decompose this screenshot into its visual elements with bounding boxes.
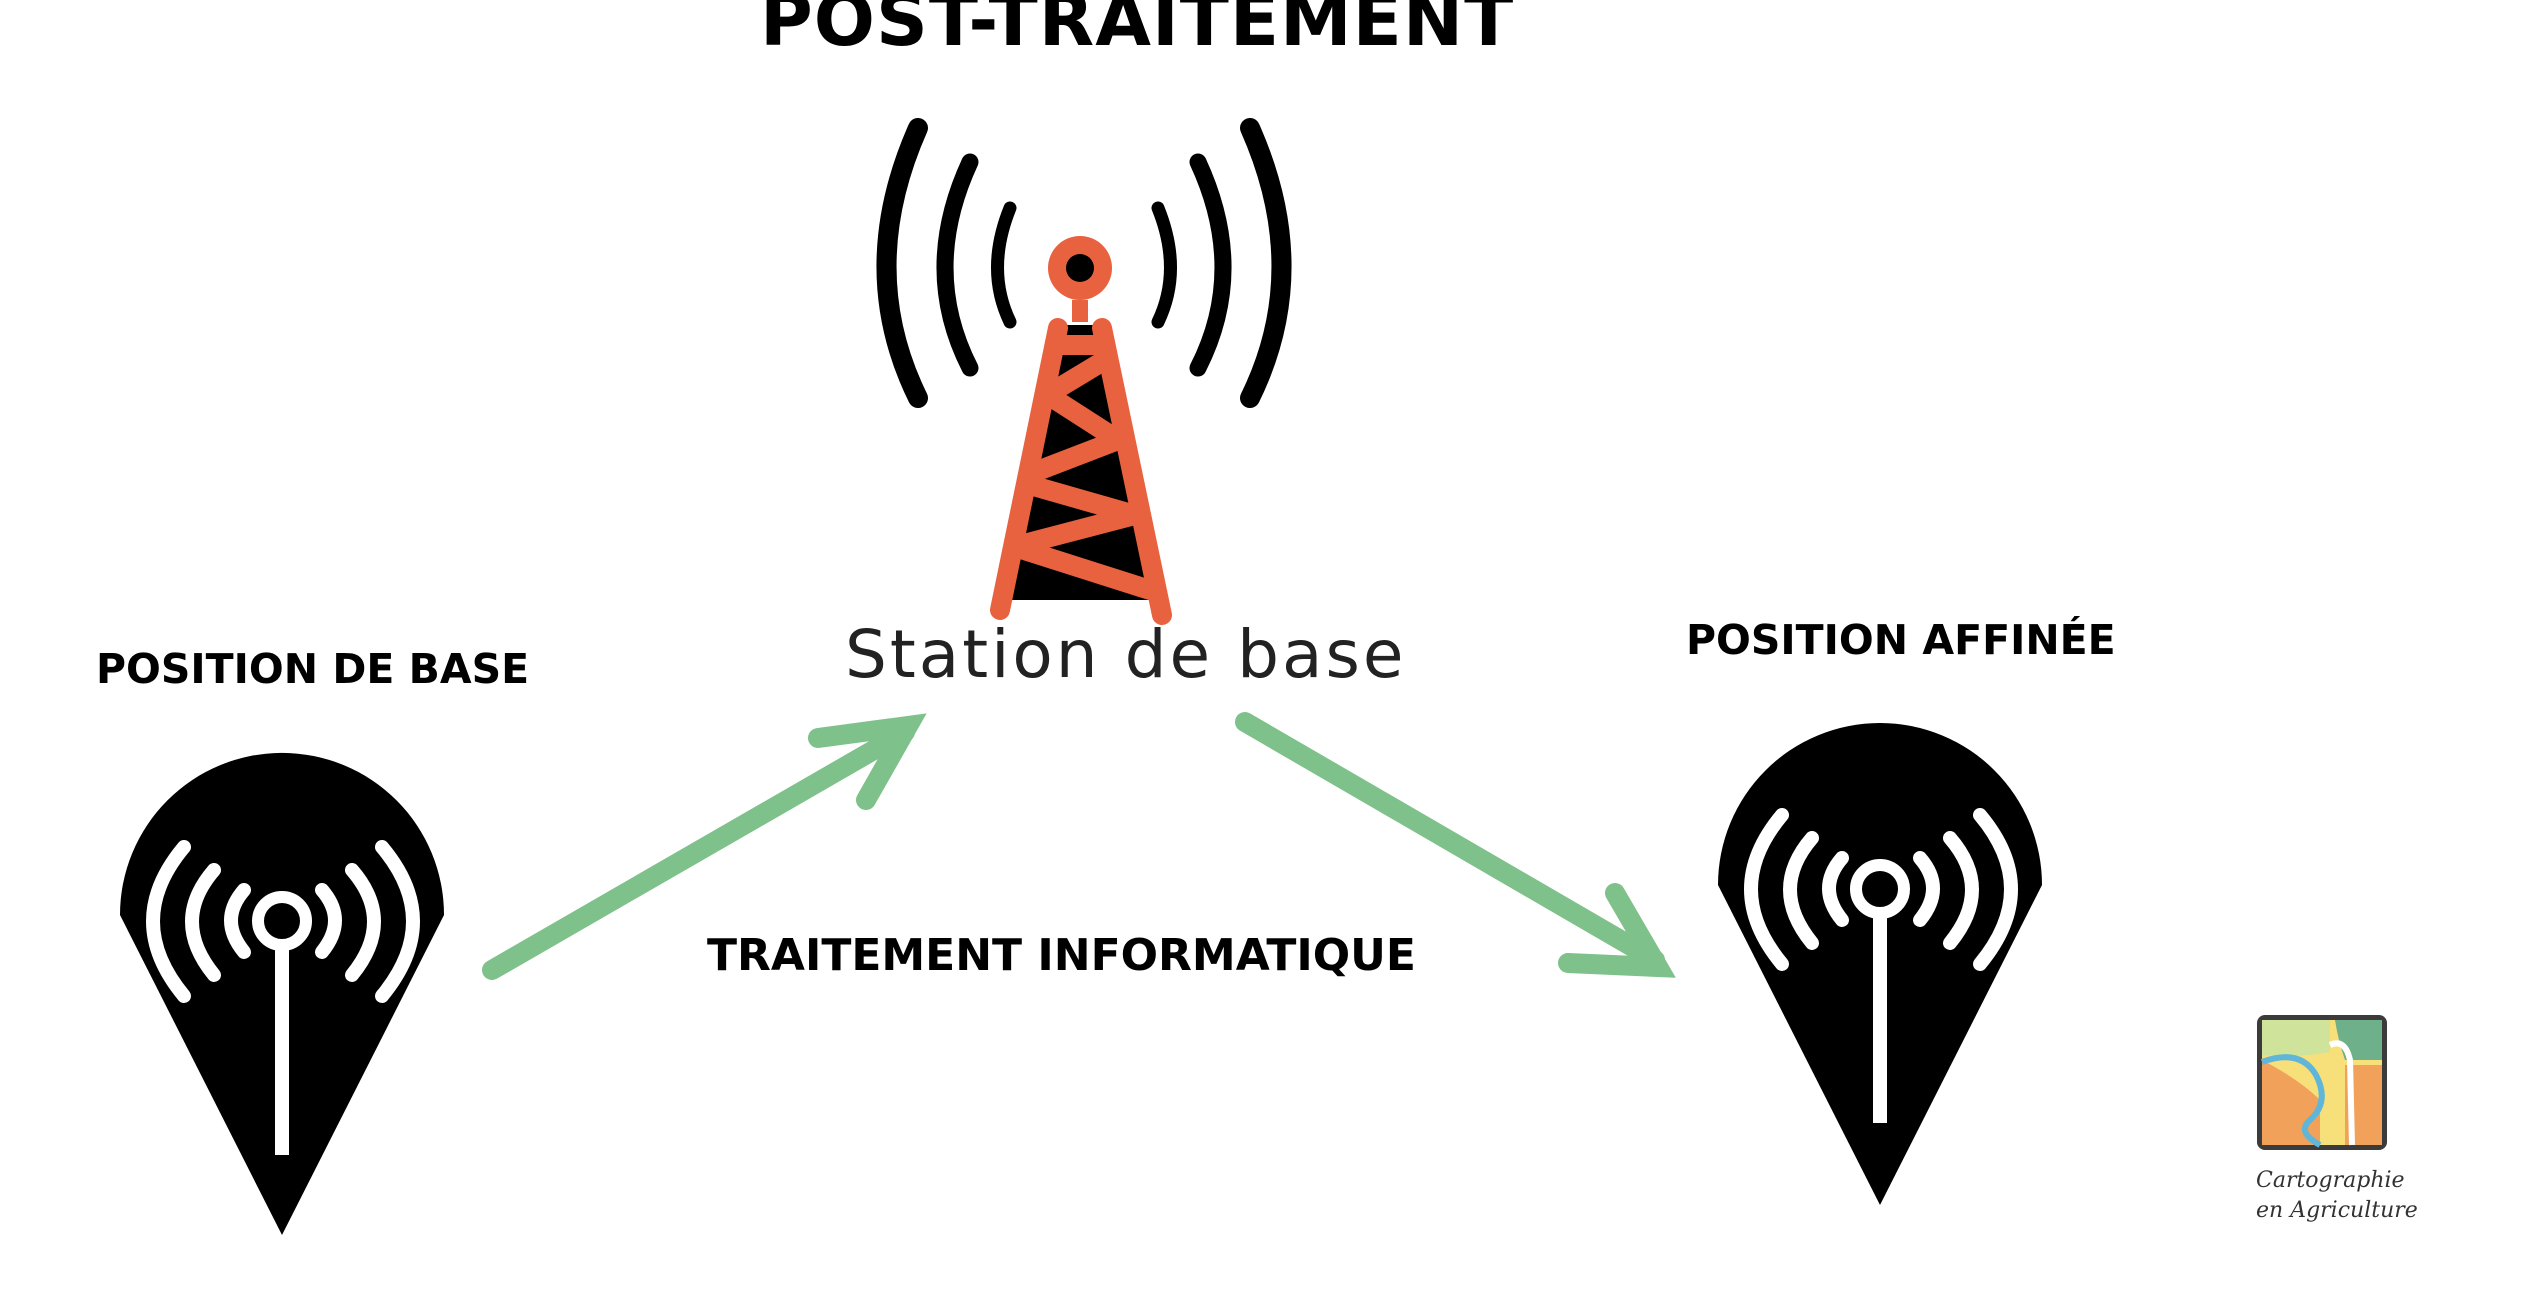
- cartographie-logo-icon: [2257, 1015, 2387, 1150]
- refined-position-label: POSITION AFFINÉE: [1686, 616, 2116, 664]
- station-label: Station de base: [845, 616, 1407, 693]
- radio-tower-icon: [990, 236, 1172, 625]
- signal-waves-icon: [876, 118, 1292, 408]
- base-position-label: POSITION DE BASE: [96, 645, 530, 693]
- refined-position-pin-icon: [1718, 723, 2042, 1205]
- logo-text-line2: en Agriculture: [2256, 1198, 2418, 1223]
- arrow-to-station: [482, 713, 927, 980]
- base-position-pin-icon: [119, 752, 445, 1235]
- process-label: TRAITEMENT INFORMATIQUE: [707, 930, 1416, 981]
- diagram-title: POST-TRAITEMENT: [760, 0, 1515, 62]
- logo-text-line1: Cartographie: [2256, 1168, 2405, 1193]
- arrow-to-refined: [1235, 712, 1676, 978]
